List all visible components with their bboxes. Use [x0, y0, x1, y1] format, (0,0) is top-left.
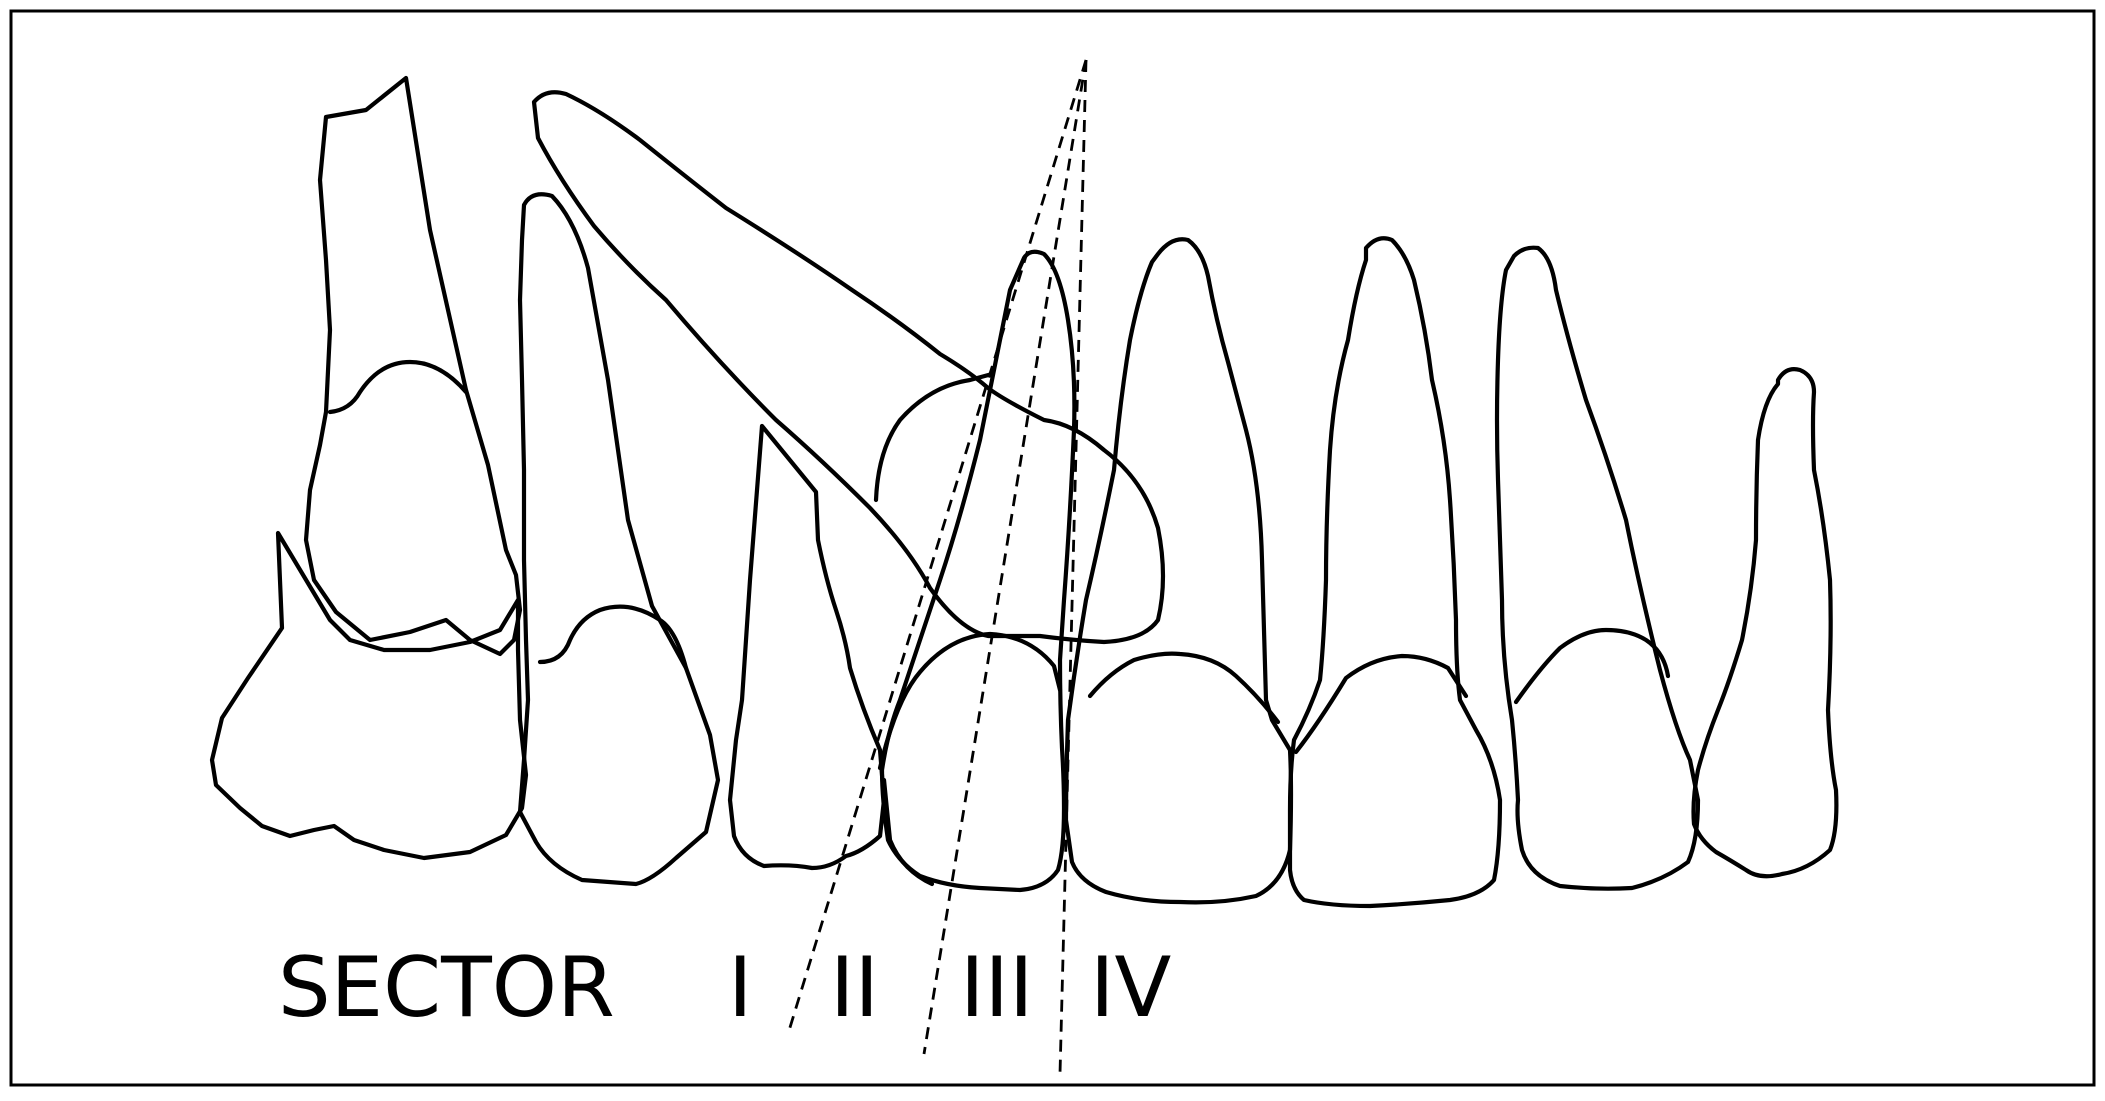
sector-label-i: I [728, 939, 752, 1036]
sector-label-iii: III [960, 939, 1033, 1036]
tooth-premolar-left [520, 194, 718, 884]
tooth-lateral-incisor [730, 426, 884, 868]
sector-title: SECTOR [278, 939, 615, 1036]
crown-central-1 [884, 780, 932, 884]
sector-line-1 [788, 60, 1086, 1034]
tooth-central-incisor-2 [1066, 239, 1291, 902]
tooth-central-incisor-3 [1290, 238, 1500, 906]
tooth-incisor-far-right [1694, 369, 1837, 876]
sector-label-ii: II [830, 939, 879, 1036]
image-border [11, 11, 2094, 1085]
tooth-premolar-left-crown-line [540, 607, 686, 668]
tooth-central-incisor-1 [882, 252, 1074, 890]
tooth-impacted-canine-crown-line [876, 374, 992, 500]
tooth-premolar-upper-crown-line [330, 362, 466, 412]
tooth-central-incisor-1-crown-line [880, 634, 1060, 768]
sector-label-iv: IV [1090, 939, 1171, 1036]
tooth-central-incisor-2-crown-line [1090, 654, 1278, 722]
sector-line-3 [1060, 60, 1086, 1074]
tooth-lateral-incisor-right [1497, 248, 1698, 889]
tooth-lateral-incisor-right-crown-line [1516, 630, 1668, 702]
tooth-premolar-upper [306, 78, 520, 654]
tooth-molar-left [212, 533, 526, 858]
